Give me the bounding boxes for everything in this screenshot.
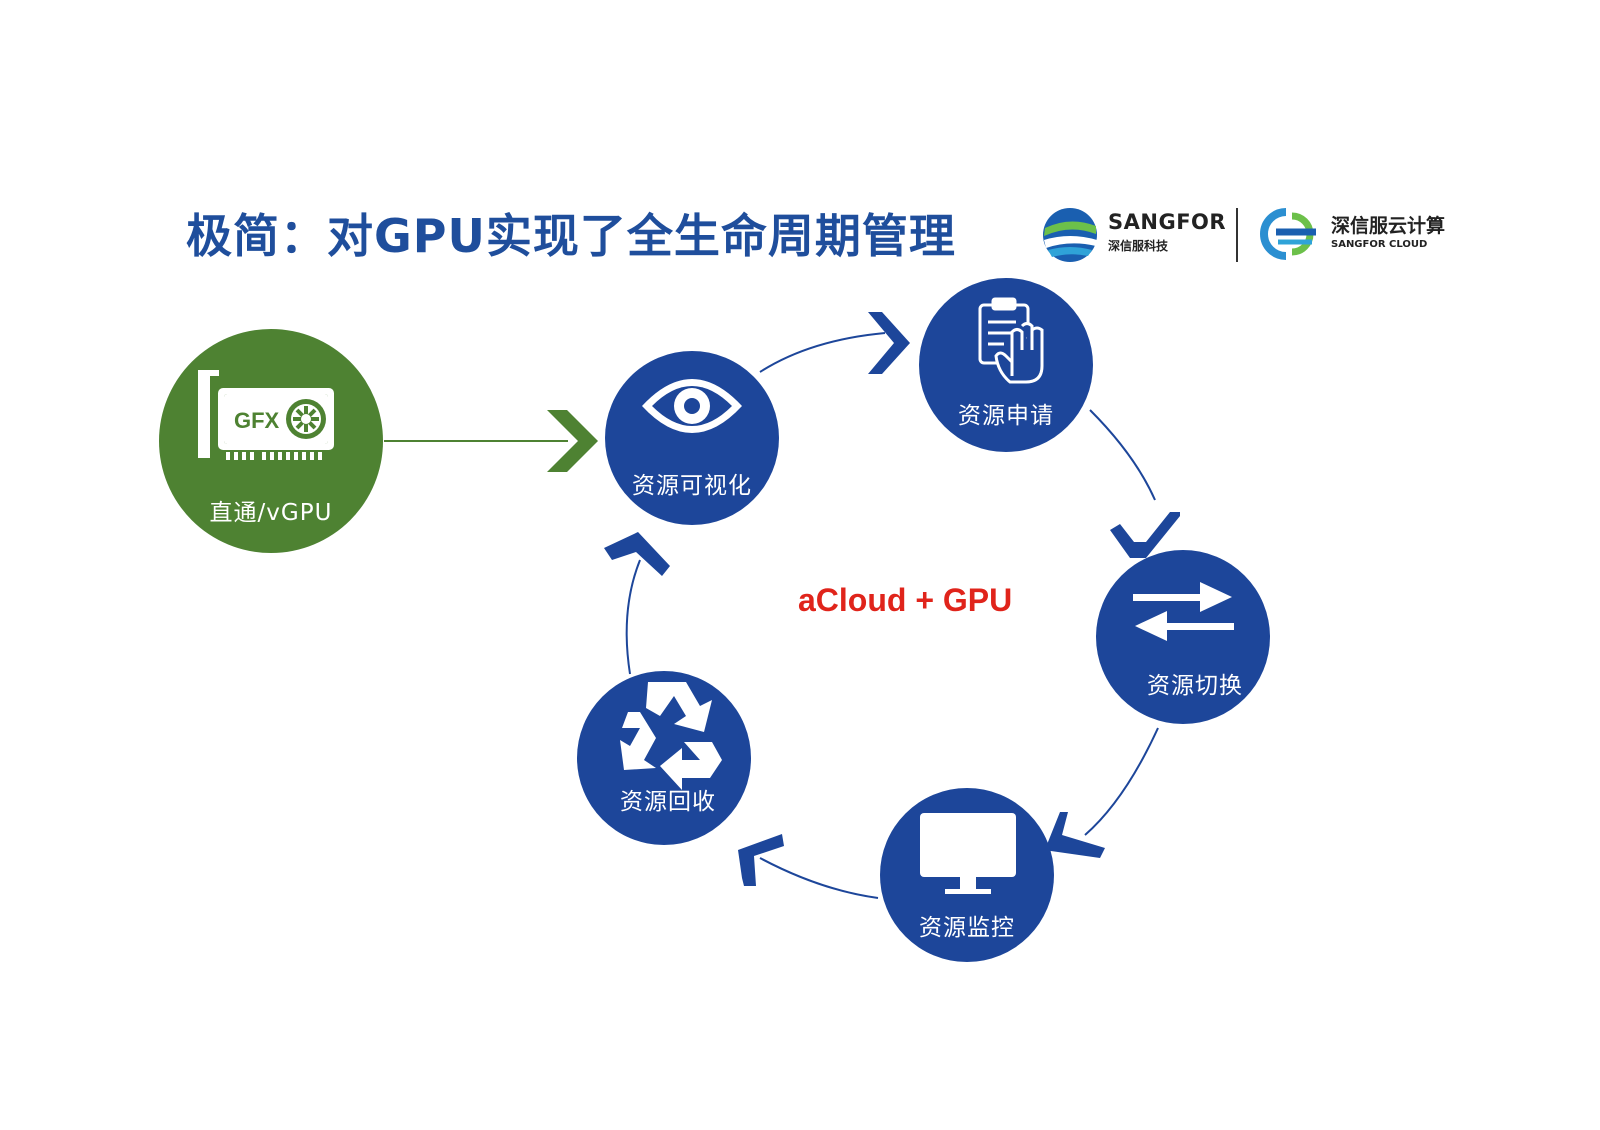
recycle-icon [620, 682, 722, 790]
chevron-to-monitor [1044, 812, 1105, 858]
monitor-icon [920, 813, 1016, 894]
label-switch: 资源切换 [1147, 673, 1243, 699]
card-text: GFX [234, 408, 280, 433]
chevron-to-apply [868, 312, 910, 374]
logo-divider [1236, 208, 1238, 262]
arc-apply-switch [1089, 409, 1156, 501]
graphics-card-icon: GFX [198, 370, 334, 460]
sangfor-globe-icon [1043, 208, 1097, 262]
label-apply: 资源申请 [958, 403, 1054, 429]
label-monitor: 资源监控 [919, 915, 1015, 941]
label-recycle: 资源回收 [620, 789, 716, 815]
arc-switch-monitor [1084, 727, 1159, 836]
sangfor-name: SANGFOR [1108, 210, 1227, 234]
source-node-label: 直通/vGPU [209, 500, 333, 526]
page-title: 极简：对GPU实现了全生命周期管理 [186, 209, 956, 263]
chevron-to-recycle [738, 834, 784, 886]
sangfor-sub: 深信服科技 [1108, 239, 1169, 253]
arc-recycle-visualize [625, 559, 641, 675]
center-label: aCloud + GPU [798, 582, 1013, 618]
sangfor-cloud-sub: SANGFOR CLOUD [1331, 239, 1428, 250]
sangfor-cloud-icon [1260, 208, 1316, 260]
swap-arrows-icon [1133, 582, 1234, 641]
source-chevron [547, 410, 598, 472]
node-switch [1096, 550, 1270, 724]
chevron-to-switch [1110, 512, 1180, 558]
label-visualize: 资源可视化 [632, 473, 752, 499]
node-visualize [605, 351, 779, 525]
eye-icon [642, 379, 742, 433]
sangfor-cloud-name: 深信服云计算 [1331, 215, 1446, 237]
chevron-to-visualize [604, 532, 670, 576]
request-document-hand-icon [978, 297, 1044, 384]
source-node: GFX [159, 329, 383, 553]
arc-visualize-apply [759, 332, 886, 373]
arc-monitor-recycle [759, 857, 879, 899]
